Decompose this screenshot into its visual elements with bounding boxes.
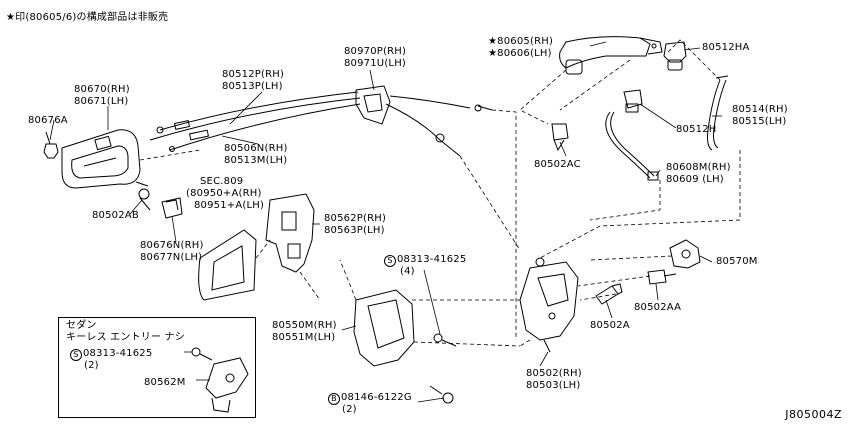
- label-80970p: 80970P(RH): [344, 46, 407, 57]
- b-symbol-icon: B: [328, 393, 340, 405]
- inset-bolt-number: 08313-41625: [83, 348, 153, 359]
- label-80677n: 80677N(LH): [140, 252, 203, 263]
- outside-handle-part: [559, 36, 663, 75]
- rod-bracket-part: [355, 85, 493, 157]
- label-80562p: 80562P(RH): [324, 213, 387, 224]
- actuator-part: [669, 239, 701, 269]
- diagram-code: J805004Z: [785, 408, 842, 421]
- bolt-80502a: [595, 283, 623, 305]
- label-bolt-08146-qty: (2): [342, 404, 357, 415]
- inset-title-line1: セダン: [66, 320, 97, 331]
- label-80609: 80609 (LH): [666, 174, 724, 185]
- label-80502a: 80502A: [590, 320, 630, 331]
- label-80570m: 80570M: [716, 256, 758, 267]
- label-80563p: 80563P(LH): [324, 225, 385, 236]
- label-80513m: 80513M(LH): [224, 155, 288, 166]
- panel-part: [198, 229, 257, 301]
- bracket-part: [265, 193, 315, 273]
- label-80514: 80514(RH): [732, 104, 788, 115]
- rods: [149, 91, 361, 152]
- label-80676n: 80676N(RH): [140, 240, 204, 251]
- label-80608m: 80608M(RH): [666, 162, 731, 173]
- inset-bolt-qty: (2): [84, 360, 99, 371]
- screw-80502aa: [647, 269, 677, 285]
- inside-handle-part: [61, 129, 141, 189]
- label-80971u: 80971U(LH): [344, 58, 407, 69]
- bolt-08313-number: 08313-41625: [397, 254, 467, 265]
- label-80502aa: 80502AA: [634, 302, 682, 313]
- label-80502ab: 80502AB: [92, 210, 139, 221]
- label-80605: ★80605(RH): [488, 36, 554, 47]
- inset-title-line2: キーレス エントリー ナシ: [66, 332, 185, 343]
- label-80513p: 80513P(LH): [222, 81, 283, 92]
- bumper-part: [161, 197, 183, 219]
- bolt-08313: [433, 333, 457, 347]
- s-symbol-icon: S: [384, 255, 396, 267]
- door-rod-part: [605, 111, 659, 181]
- protector-part: [353, 289, 415, 367]
- label-sec809: SEC.809: [200, 176, 244, 187]
- label-80951: 80951+A(LH): [194, 200, 265, 211]
- label-80502: 80502(RH): [526, 368, 582, 379]
- label-80515: 80515(LH): [732, 116, 787, 127]
- inset-part: [191, 347, 249, 413]
- long-rod-part: [707, 75, 729, 151]
- label-80676a: 80676A: [28, 115, 68, 126]
- door-lock-part: [519, 257, 579, 353]
- inset-part-label: 80562M: [144, 377, 186, 388]
- leader-lines: [49, 41, 722, 403]
- label-80512ha: 80512HA: [702, 42, 750, 53]
- inset-box: [58, 317, 256, 418]
- label-80512h: 80512H: [676, 124, 717, 135]
- s-symbol-icon: S: [70, 349, 82, 361]
- cylinder-rod-part: [623, 89, 643, 113]
- label-80551m: 80551M(LH): [272, 332, 336, 343]
- label-bolt-08313-qty: (4): [400, 266, 415, 277]
- screw-part: [135, 181, 151, 211]
- label-80506n: 80506N(RH): [224, 143, 288, 154]
- dashed-lines: [139, 39, 741, 347]
- clip-part: [43, 131, 59, 159]
- bolt-08146-number: 08146-6122G: [341, 392, 412, 403]
- header-note: ★印(80605/6)の構成部品は非販売: [6, 12, 169, 23]
- key-cylinder-part: [663, 41, 687, 71]
- clip-80502ac: [551, 123, 569, 152]
- label-80503: 80503(LH): [526, 380, 581, 391]
- bolt-08146: [429, 385, 454, 404]
- label-80950: (80950+A(RH): [186, 188, 262, 199]
- label-80512p: 80512P(RH): [222, 69, 285, 80]
- label-80671: 80671(LH): [74, 96, 129, 107]
- label-80502ac: 80502AC: [534, 159, 581, 170]
- label-80550m: 80550M(RH): [272, 320, 337, 331]
- label-80606: ★80606(LH): [488, 48, 552, 59]
- label-80670: 80670(RH): [74, 84, 130, 95]
